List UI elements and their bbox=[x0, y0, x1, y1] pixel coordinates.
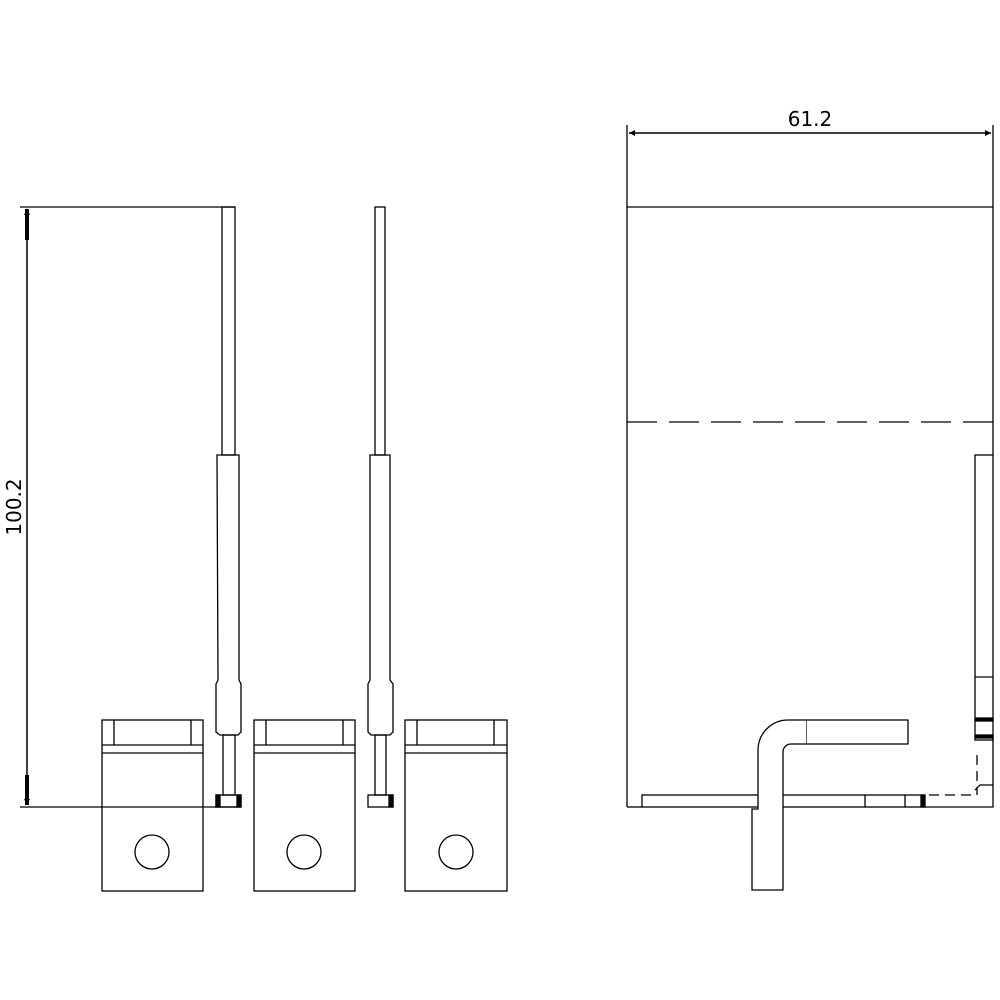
terminal-rod-2 bbox=[367, 206, 394, 808]
height-dimension: 100.2 bbox=[2, 206, 240, 808]
mounting-hole bbox=[134, 834, 170, 870]
width-dimension: 61.2 bbox=[626, 107, 994, 207]
terminal-block-1 bbox=[101, 719, 204, 892]
terminal-block-3 bbox=[404, 719, 508, 892]
height-dimension-label: 100.2 bbox=[2, 478, 26, 535]
width-dimension-label: 61.2 bbox=[788, 107, 833, 131]
right-side-strip bbox=[925, 454, 994, 808]
mounting-hole bbox=[286, 834, 322, 870]
terminal-rod-1 bbox=[215, 206, 242, 808]
side-view: 61.2 bbox=[626, 107, 994, 891]
terminal-block-2 bbox=[253, 719, 356, 892]
mounting-hole bbox=[438, 834, 474, 870]
bent-bus-bar bbox=[751, 719, 909, 891]
front-view: 100.2 bbox=[2, 206, 508, 892]
